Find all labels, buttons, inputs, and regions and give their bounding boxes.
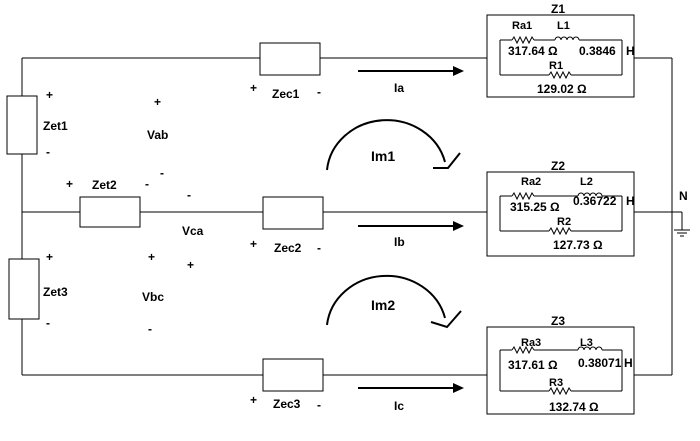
zet3-minus: - bbox=[46, 316, 50, 330]
ra3-label: Ra3 bbox=[521, 337, 541, 349]
polarity-signs: + - + - + - + - + - + - + - - + + - bbox=[46, 81, 321, 412]
r2-value: 127.73 Ω bbox=[553, 238, 603, 252]
im2-label: Im2 bbox=[371, 297, 395, 313]
r2-resistor bbox=[548, 226, 572, 236]
current-arrow-ic bbox=[358, 383, 464, 393]
l3-unit: H bbox=[624, 356, 633, 370]
mesh-arrow-im2 bbox=[326, 274, 462, 329]
ground-symbol bbox=[674, 229, 690, 237]
vbc-minus: - bbox=[148, 322, 152, 336]
zec1-plus: + bbox=[250, 81, 257, 95]
ra3-resistor bbox=[511, 345, 535, 355]
l2-value: 0.36722 bbox=[573, 194, 617, 208]
neutral-label: N bbox=[679, 189, 688, 203]
zet3-box bbox=[8, 258, 40, 320]
ib-label: Ib bbox=[394, 235, 405, 249]
zec1-box bbox=[259, 42, 321, 76]
vca-minus: - bbox=[187, 188, 191, 202]
r1-value: 129.02 Ω bbox=[537, 82, 587, 96]
l3-value: 0.38071 bbox=[578, 356, 622, 370]
zet2-plus: + bbox=[66, 177, 73, 191]
r3-value: 132.74 Ω bbox=[549, 400, 599, 414]
current-arrow-ib bbox=[358, 221, 464, 231]
zet2-minus: - bbox=[145, 177, 149, 191]
ra2-resistor bbox=[511, 191, 535, 201]
ra1-value: 317.64 Ω bbox=[508, 44, 558, 58]
zet1-box bbox=[6, 95, 38, 155]
zec2-plus: + bbox=[250, 237, 257, 251]
zet2-label: Zet2 bbox=[92, 178, 117, 192]
vca-label: Vca bbox=[182, 224, 204, 238]
r1-label: R1 bbox=[549, 60, 563, 72]
l1-unit: H bbox=[626, 44, 635, 58]
vbc-label: Vbc bbox=[142, 290, 164, 304]
r1-resistor bbox=[548, 70, 572, 80]
zec2-box bbox=[262, 196, 324, 230]
l1-inductor bbox=[554, 36, 580, 41]
ra2-value: 315.25 Ω bbox=[510, 200, 560, 214]
load-z2: Z2 Ra2 L2 R2 315.25 Ω 0.36722 H 127.73 Ω bbox=[486, 159, 635, 257]
l3-inductor bbox=[577, 346, 603, 351]
zec3-minus: - bbox=[317, 398, 321, 412]
l1-value: 0.3846 bbox=[579, 44, 616, 58]
ra1-label: Ra1 bbox=[512, 20, 532, 32]
vbc-plus: + bbox=[148, 250, 155, 264]
vab-minus: - bbox=[160, 166, 164, 180]
zet1-label: Zet1 bbox=[43, 119, 68, 133]
vab-plus: + bbox=[154, 95, 161, 109]
l3-label: L3 bbox=[580, 337, 593, 349]
current-arrow-ia bbox=[358, 66, 464, 76]
zet1-plus: + bbox=[46, 88, 53, 102]
zec3-label: Zec3 bbox=[273, 397, 301, 411]
zec1-label: Zec1 bbox=[272, 87, 300, 101]
zet3-label: Zet3 bbox=[43, 285, 68, 299]
l2-inductor bbox=[577, 192, 603, 197]
vab-label: Vab bbox=[147, 128, 168, 142]
r3-label: R3 bbox=[549, 377, 563, 389]
vca-plus: + bbox=[187, 258, 194, 272]
zec2-label: Zec2 bbox=[274, 241, 302, 255]
load-z1: Z1 Ra1 L1 R1 317.64 Ω 0.3846 H 129.02 Ω bbox=[486, 2, 635, 98]
z3-label: Z3 bbox=[551, 314, 565, 328]
l2-unit: H bbox=[626, 194, 635, 208]
zec1-minus: - bbox=[317, 85, 321, 99]
im1-label: Im1 bbox=[371, 148, 395, 164]
ia-label: Ia bbox=[394, 81, 404, 95]
mesh-arrow-im1 bbox=[326, 119, 461, 171]
zec3-plus: + bbox=[250, 393, 257, 407]
r3-resistor bbox=[548, 386, 572, 396]
ra1-resistor bbox=[511, 35, 535, 45]
z2-label: Z2 bbox=[551, 159, 565, 173]
load-z3: Z3 Ra3 L3 R3 317.61 Ω 0.38071 H 132.74 Ω bbox=[486, 314, 635, 415]
ra2-label: Ra2 bbox=[521, 176, 541, 188]
zec2-minus: - bbox=[317, 241, 321, 255]
zet2-box bbox=[79, 196, 141, 228]
r2-label: R2 bbox=[557, 216, 571, 228]
zet3-plus: + bbox=[46, 250, 53, 264]
zec3-box bbox=[262, 358, 324, 392]
ra3-value: 317.61 Ω bbox=[508, 358, 558, 372]
z1-label: Z1 bbox=[551, 2, 565, 16]
ic-label: Ic bbox=[394, 399, 404, 413]
zet1-minus: - bbox=[46, 145, 50, 159]
l1-label: L1 bbox=[557, 20, 570, 32]
l2-label: L2 bbox=[580, 176, 593, 188]
